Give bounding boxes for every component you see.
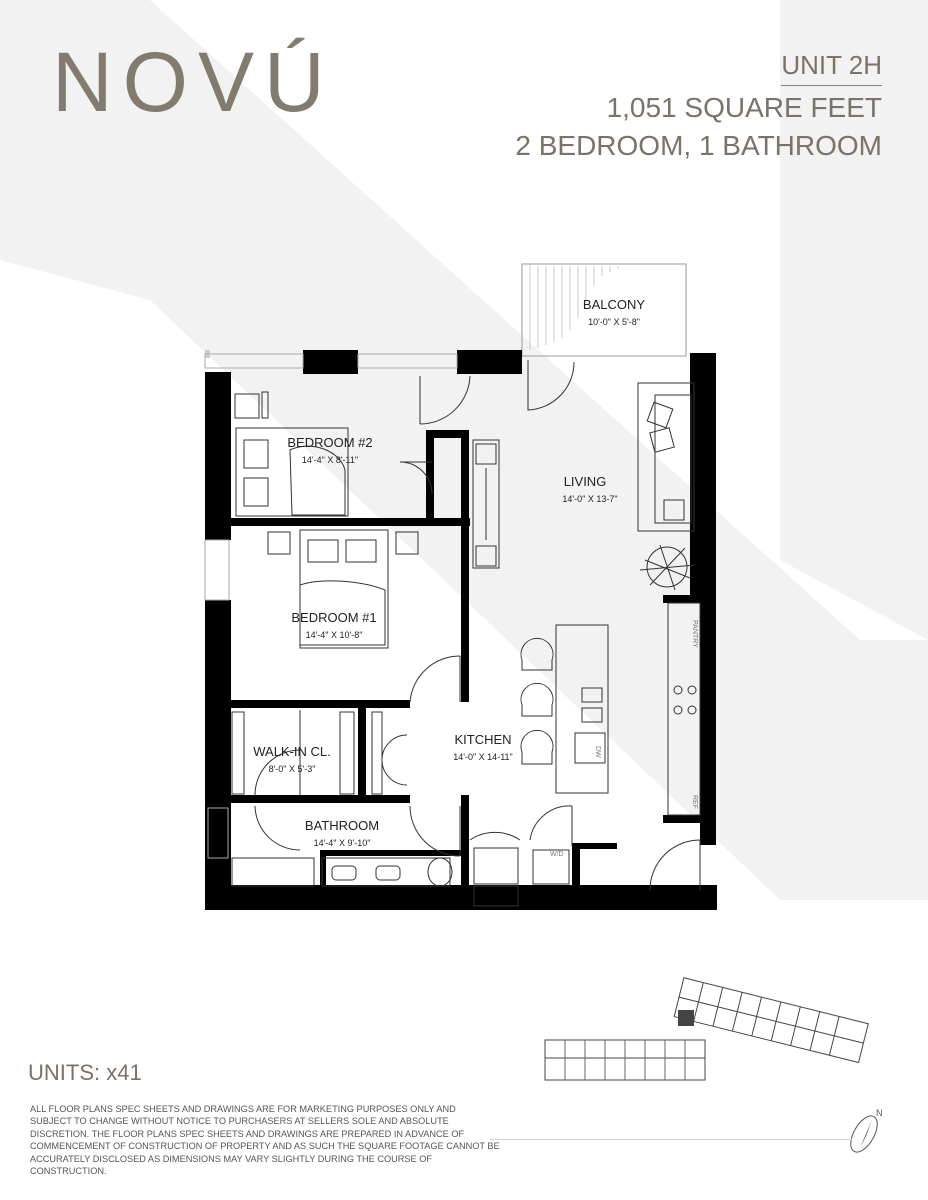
key-plan bbox=[544, 977, 869, 1081]
living-label: LIVING bbox=[564, 474, 607, 489]
bedroom1-dim: 14'-4" X 10'-8" bbox=[306, 630, 363, 640]
divider bbox=[490, 1139, 852, 1140]
living-dim: 14'-0" X 13-7" bbox=[562, 494, 617, 504]
pantry-label: PANTRY bbox=[691, 620, 698, 648]
fixture-labels: PANTRY REF DW W/D bbox=[550, 620, 698, 858]
bedroom2-dim: 14'-4" X 8'-11" bbox=[302, 455, 358, 465]
doors bbox=[254, 360, 701, 891]
walls bbox=[205, 350, 717, 910]
bathroom-dim: 14'-4" X 9'-10" bbox=[314, 838, 371, 848]
north-label: N bbox=[876, 1108, 883, 1118]
wd-label: W/D bbox=[550, 851, 564, 858]
unit-name: UNIT 2H bbox=[781, 50, 882, 86]
windows bbox=[204, 353, 458, 859]
units-count: UNITS: x41 bbox=[28, 1060, 142, 1085]
bedroom1-label: BEDROOM #1 bbox=[291, 610, 376, 625]
balcony-dim: 10'-0" X 5'-8" bbox=[588, 317, 640, 327]
unit-layout: 2 BEDROOM, 1 BATHROOM bbox=[515, 130, 882, 161]
walkin-label: WALK-IN CL. bbox=[253, 744, 331, 759]
balcony bbox=[521, 263, 687, 357]
furniture bbox=[231, 382, 701, 907]
kitchen-label: KITCHEN bbox=[454, 732, 511, 747]
kitchen-dim: 14'-0" X 14-11" bbox=[453, 752, 512, 762]
room-labels: BALCONY 10'-0" X 5'-8" BEDROOM #2 14'-4"… bbox=[253, 297, 645, 848]
unit-area: 1,051 SQUARE FEET bbox=[606, 92, 882, 123]
key-plan-unit-marker bbox=[678, 1010, 694, 1026]
north-arrow-icon: N bbox=[850, 1108, 883, 1153]
ref-label: REF bbox=[691, 795, 698, 809]
disclaimer: ALL FLOOR PLANS SPEC SHEETS AND DRAWINGS… bbox=[30, 1104, 500, 1177]
bedroom2-label: BEDROOM #2 bbox=[287, 435, 372, 450]
unit-info: UNIT 2H 1,051 SQUARE FEET 2 BEDROOM, 1 B… bbox=[515, 50, 882, 162]
brand-logo: NOVÚ bbox=[52, 35, 335, 129]
walkin-dim: 8'-0" X 5'-3" bbox=[269, 764, 316, 774]
balcony-label: BALCONY bbox=[583, 297, 645, 312]
dw-label: DW bbox=[594, 746, 601, 758]
bathroom-label: BATHROOM bbox=[305, 818, 379, 833]
